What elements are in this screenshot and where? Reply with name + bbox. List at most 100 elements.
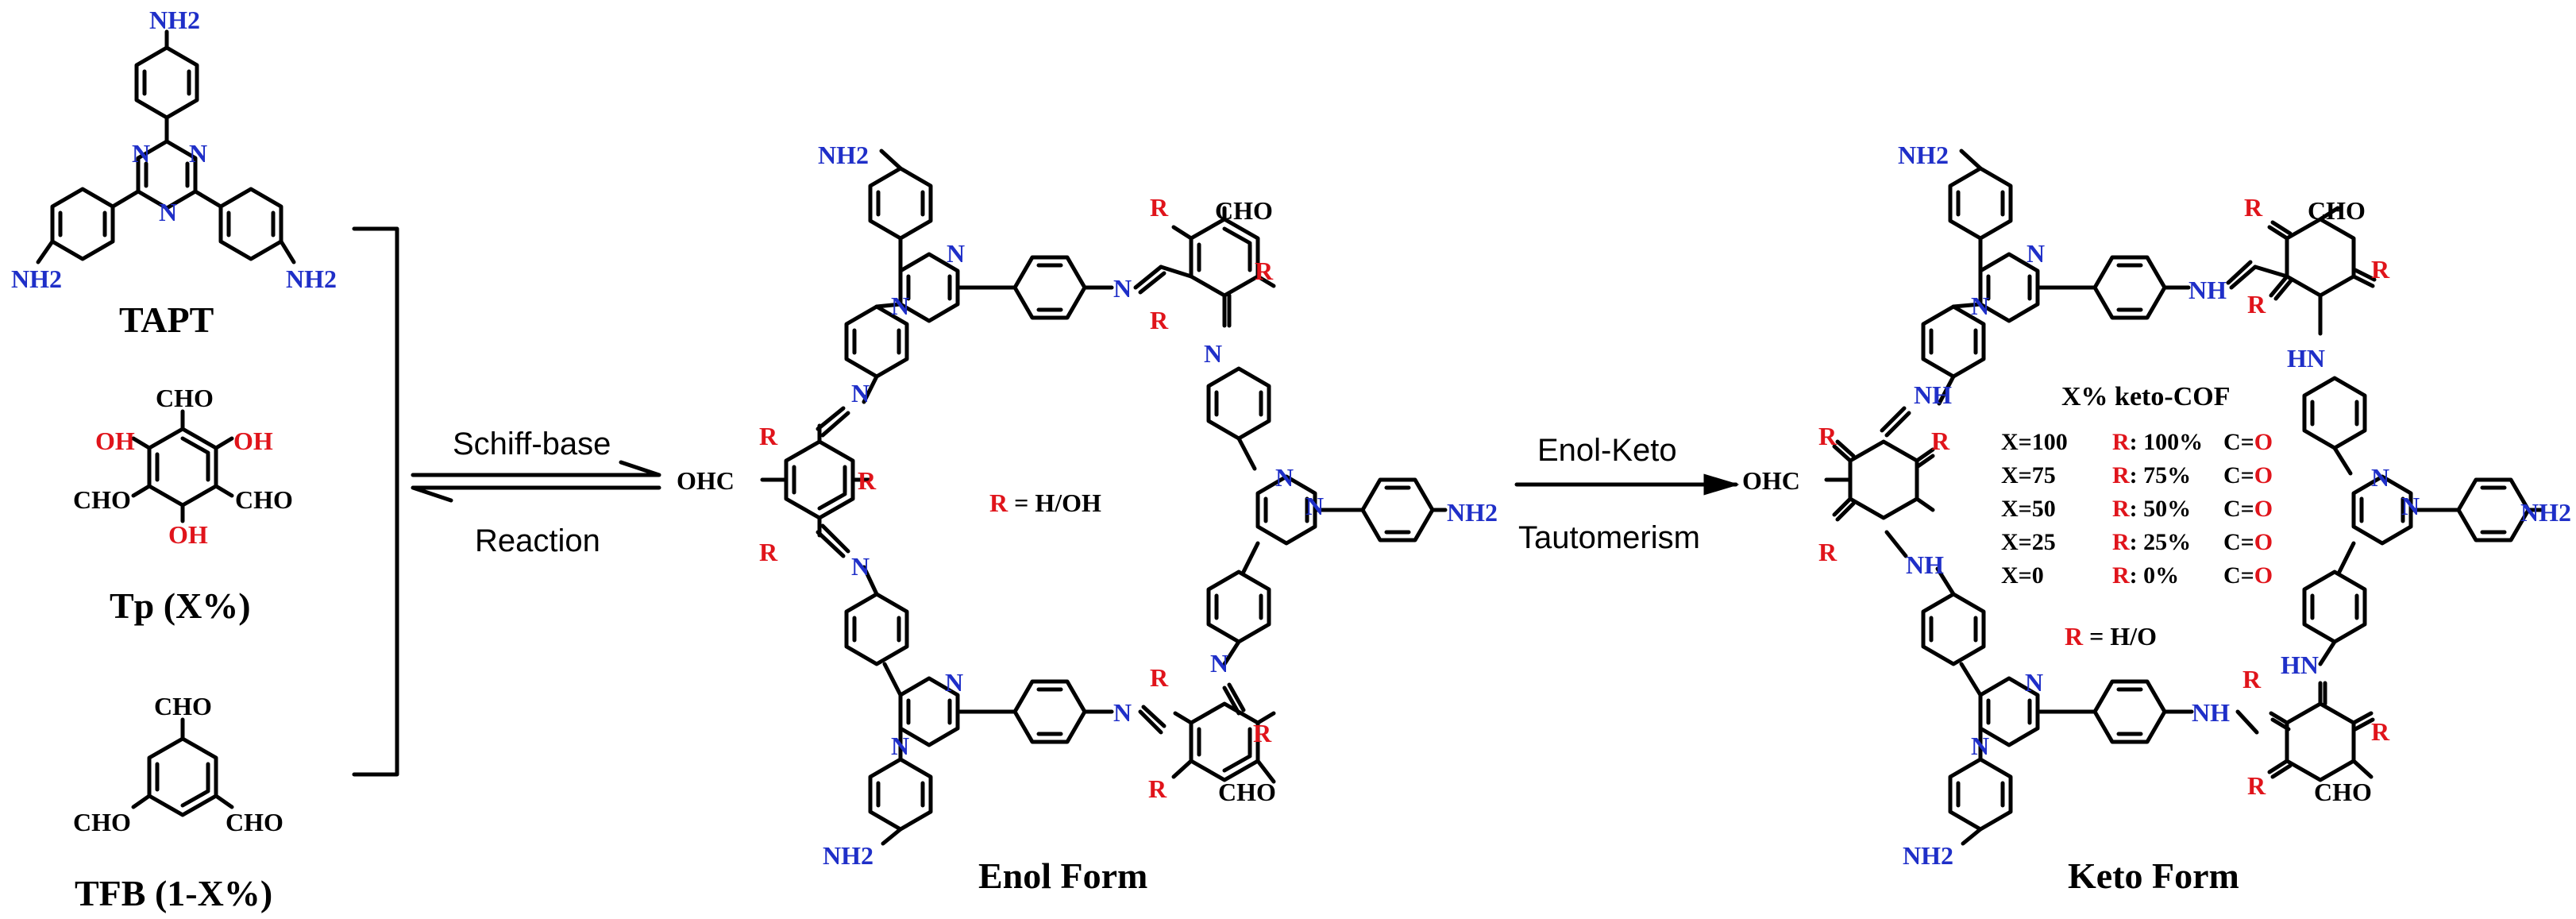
svg-text:X=0: X=0 xyxy=(2001,562,2044,589)
keto-ohc-left: OHC xyxy=(1742,466,1800,495)
svg-text:C=O: C=O xyxy=(2223,496,2273,522)
tp-structure: CHO OH OH CHO CHO OH Tp (X%) xyxy=(73,384,293,626)
svg-text:C=O: C=O xyxy=(2223,429,2273,455)
tapt-structure: NH2 N N N NH2 NH2 TAPT xyxy=(11,6,337,340)
svg-text:X=25: X=25 xyxy=(2001,529,2056,555)
keto-n-2: N xyxy=(1971,292,1989,320)
keto-percentage-table: X% keto-COF X=100 R: 100% C=O X=75 R: 75… xyxy=(2001,382,2273,589)
svg-text:R: 25%: R: 25% xyxy=(2112,529,2191,555)
forward-half-arrow xyxy=(411,460,661,477)
keto-cho-bottom: CHO xyxy=(2314,778,2372,806)
keto-nh-left-up: NH xyxy=(1914,380,1952,409)
tautomerism-arrow: Enol-Keto Tautomerism xyxy=(1514,433,1740,555)
enol-n-2: N xyxy=(891,292,909,320)
enol-r-2: R xyxy=(1255,257,1274,285)
enol-amine-top: NH2 xyxy=(818,141,869,169)
keto-r-1: R xyxy=(2244,193,2263,222)
svg-text:C=O: C=O xyxy=(2223,562,2273,589)
tapt-bonds xyxy=(36,29,296,265)
keto-n-4: N xyxy=(2401,492,2420,520)
keto-form-caption: Keto Form xyxy=(2068,855,2239,896)
keto-n-6: N xyxy=(1971,732,1989,760)
keto-r-7: R xyxy=(1818,422,1838,450)
enol-cho-top: CHO xyxy=(1215,196,1273,225)
keto-table-row: X=0 R: 0% C=O xyxy=(2001,562,2273,589)
enol-amine-bottom: NH2 xyxy=(823,841,873,870)
svg-text:R: 0%: R: 0% xyxy=(2112,562,2179,589)
schiff-base-arrow: Schiff-base Reaction xyxy=(411,427,661,558)
enol-r-9: R xyxy=(759,538,778,566)
enol-imine-n-left-low: N xyxy=(851,552,870,581)
tp-bonds xyxy=(131,409,234,523)
enol-n-5: N xyxy=(945,668,963,697)
tfb-cho-top: CHO xyxy=(154,692,212,720)
keto-nh-top: NH xyxy=(2188,276,2227,304)
enol-cho-bottom: CHO xyxy=(1218,778,1276,806)
tapt-amine-right: NH2 xyxy=(286,265,337,293)
tp-cho-left: CHO xyxy=(73,485,131,514)
keto-table-row: X=50 R: 50% C=O xyxy=(2001,496,2273,522)
enol-r-3: R xyxy=(1150,306,1169,334)
keto-r-3: R xyxy=(2247,290,2266,319)
enol-r-5: R xyxy=(1253,719,1272,747)
enol-form-caption: Enol Form xyxy=(978,855,1147,896)
keto-r-4: R xyxy=(2242,665,2262,693)
enol-bonds xyxy=(760,149,1448,846)
keto-nh-left-low: NH xyxy=(1906,550,1944,579)
svg-text:R: 75%: R: 75% xyxy=(2112,462,2191,488)
enol-ohc-left: OHC xyxy=(677,466,735,495)
enol-r-definition: R = H/OH xyxy=(989,488,1101,517)
keto-table-row: X=75 R: 75% C=O xyxy=(2001,462,2273,488)
keto-nh-bottom: NH xyxy=(2192,698,2230,727)
keto-n-5: N xyxy=(2025,668,2043,697)
tfb-structure: CHO CHO CHO TFB (1-X%) xyxy=(73,692,283,913)
svg-text:C=O: C=O xyxy=(2223,462,2273,488)
svg-text:X=75: X=75 xyxy=(2001,462,2056,488)
keto-n-3: N xyxy=(2371,463,2389,492)
enol-n-4: N xyxy=(1305,492,1324,520)
enol-imine-n-top: N xyxy=(1113,274,1132,303)
svg-text:R: 50%: R: 50% xyxy=(2112,496,2191,522)
keto-amine-bottom: NH2 xyxy=(1903,841,1953,870)
enol-form-structure: NH2 N N N R CHO R R N N N NH2 N R R R CH… xyxy=(677,141,1498,896)
tautomerism-label: Tautomerism xyxy=(1518,520,1700,555)
svg-text:R: 100%: R: 100% xyxy=(2112,429,2203,455)
enol-imine-n-low: N xyxy=(1210,649,1228,678)
tapt-ring-n-1: N xyxy=(189,139,207,168)
reaction-label: Reaction xyxy=(475,523,600,558)
tp-oh-right: OH xyxy=(233,427,273,455)
tfb-label: TFB (1-X%) xyxy=(75,873,272,913)
enol-imine-n-right: N xyxy=(1204,339,1222,368)
keto-r-2: R xyxy=(2371,255,2390,284)
keto-table-row: X=25 R: 25% C=O xyxy=(2001,529,2273,555)
enol-r-7: R xyxy=(759,422,778,450)
keto-r-6: R xyxy=(2247,771,2266,800)
keto-r-9: R xyxy=(1818,538,1838,566)
tp-oh-bottom: OH xyxy=(168,520,208,549)
tp-cho-right: CHO xyxy=(235,485,293,514)
tp-oh-left: OH xyxy=(95,427,135,455)
enol-amine-right: NH2 xyxy=(1447,498,1498,527)
tapt-amine-top: NH2 xyxy=(149,6,200,34)
tfb-bonds xyxy=(131,717,234,817)
keto-n-1: N xyxy=(2026,239,2045,268)
keto-r-definition: R = H/O xyxy=(2065,622,2157,651)
keto-r-8: R xyxy=(1931,427,1950,455)
tp-cho-top: CHO xyxy=(156,384,214,412)
enol-n-6: N xyxy=(891,732,909,760)
keto-table-row: X=100 R: 100% C=O xyxy=(2001,429,2273,455)
tapt-ring-n-2: N xyxy=(132,139,150,168)
monomer-bracket xyxy=(352,226,399,777)
tapt-amine-left: NH2 xyxy=(11,265,62,293)
keto-form-structure: NH2 N N NH R CHO R R HN N N NH2 HN R R R… xyxy=(1742,141,2571,896)
enol-keto-label: Enol-Keto xyxy=(1537,433,1677,468)
enol-n-1: N xyxy=(947,239,965,268)
tfb-cho-right: CHO xyxy=(226,808,283,836)
svg-text:X=50: X=50 xyxy=(2001,496,2056,522)
tp-label: Tp (X%) xyxy=(110,585,251,626)
keto-cho-top: CHO xyxy=(2308,196,2366,225)
keto-bonds xyxy=(1824,149,2543,846)
keto-amine-right: NH2 xyxy=(2520,498,2571,527)
svg-text:C=O: C=O xyxy=(2223,529,2273,555)
